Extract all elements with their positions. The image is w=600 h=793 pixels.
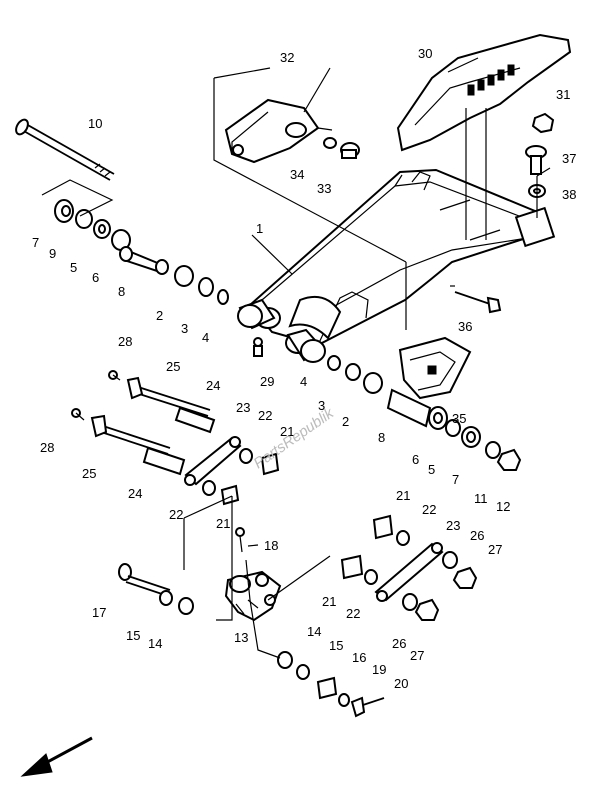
relay-arm xyxy=(224,570,282,622)
callout-3: 3 xyxy=(181,321,188,336)
callout-27b: 27 xyxy=(410,648,424,663)
bolt-37 xyxy=(525,145,547,175)
callout-22d: 22 xyxy=(346,606,360,621)
callout-24a: 24 xyxy=(206,378,220,393)
collar-33 xyxy=(340,142,360,159)
collars-24 xyxy=(142,406,216,476)
leader-lines xyxy=(41,57,551,659)
nut-31 xyxy=(531,112,555,134)
callout-17: 17 xyxy=(92,605,106,620)
callout-20: 20 xyxy=(394,676,408,691)
callout-19: 19 xyxy=(372,662,386,677)
callout-16: 16 xyxy=(352,650,366,665)
callout-labels: 1 2 3 4 5 6 7 8 10 9 4 3 2 8 6 5 7 11 12… xyxy=(32,46,576,691)
callout-2: 2 xyxy=(156,308,163,323)
callout-1: 1 xyxy=(256,221,263,236)
connecting-rods xyxy=(184,436,444,602)
callout-6: 6 xyxy=(92,270,99,285)
callout-22b: 22 xyxy=(169,507,183,522)
callout-38: 38 xyxy=(562,187,576,202)
relay-nuts xyxy=(402,551,478,621)
callout-23a: 23 xyxy=(236,400,250,415)
callout-18: 18 xyxy=(264,538,278,553)
callout-29: 29 xyxy=(260,374,274,389)
front-direction-arrow-icon xyxy=(20,736,93,777)
callout-27a: 27 xyxy=(488,542,502,557)
callout-36: 36 xyxy=(458,319,472,334)
callout-8: 8 xyxy=(118,284,125,299)
callout-13: 13 xyxy=(234,630,248,645)
callout-32: 32 xyxy=(280,50,294,65)
callout-23b: 23 xyxy=(446,518,460,533)
callout-14b: 14 xyxy=(307,624,321,639)
callout-4: 4 xyxy=(202,330,209,345)
relay-seals-right xyxy=(277,651,385,718)
callout-31: 31 xyxy=(556,87,570,102)
callout-21b: 21 xyxy=(216,516,230,531)
callout-5b: 5 xyxy=(428,462,435,477)
callout-21c: 21 xyxy=(396,488,410,503)
callout-7b: 7 xyxy=(452,472,459,487)
left-bearing-stack xyxy=(54,199,229,305)
right-bearing-stack xyxy=(327,355,522,471)
callout-25a: 25 xyxy=(166,359,180,374)
callout-5: 5 xyxy=(70,260,77,275)
callout-3b: 3 xyxy=(318,398,325,413)
relay-bolts xyxy=(71,370,211,455)
relay-bushings xyxy=(202,448,410,585)
callout-33: 33 xyxy=(317,181,331,196)
callout-26a: 26 xyxy=(470,528,484,543)
callout-4b: 4 xyxy=(300,374,307,389)
callout-12: 12 xyxy=(496,499,510,514)
callout-14: 14 xyxy=(148,636,162,651)
chain-slider xyxy=(398,336,472,400)
callout-35: 35 xyxy=(452,411,466,426)
pivot-shaft xyxy=(15,118,115,181)
chain-guide-bracket xyxy=(224,98,320,164)
callout-10: 10 xyxy=(88,116,102,131)
callout-11: 11 xyxy=(474,491,488,506)
callout-8b: 8 xyxy=(378,430,385,445)
callout-7: 7 xyxy=(32,235,39,250)
callout-22a: 22 xyxy=(258,408,272,423)
swingarm-pivot-bosses xyxy=(237,298,326,363)
callout-21a: 21 xyxy=(280,424,294,439)
callout-37: 37 xyxy=(562,151,576,166)
swingarm xyxy=(248,168,556,347)
grease-nipple-29 xyxy=(253,337,263,357)
callout-24b: 24 xyxy=(128,486,142,501)
chain-guard xyxy=(396,33,572,152)
callout-21d: 21 xyxy=(322,594,336,609)
callout-28b: 28 xyxy=(40,440,54,455)
callout-30: 30 xyxy=(418,46,432,61)
relay-seals-left xyxy=(159,590,194,615)
callout-6b: 6 xyxy=(412,452,419,467)
callout-34: 34 xyxy=(290,167,304,182)
callout-2b: 2 xyxy=(342,414,349,429)
callout-26b: 26 xyxy=(392,636,406,651)
callout-25b: 25 xyxy=(82,466,96,481)
callout-9: 9 xyxy=(49,246,56,261)
grease-nipple-18 xyxy=(235,527,245,553)
washer-34 xyxy=(323,137,337,149)
callout-15b: 15 xyxy=(329,638,343,653)
callout-28a: 28 xyxy=(118,334,132,349)
callout-15: 15 xyxy=(126,628,140,643)
bolt-36 xyxy=(454,291,502,314)
callout-22c: 22 xyxy=(422,502,436,517)
